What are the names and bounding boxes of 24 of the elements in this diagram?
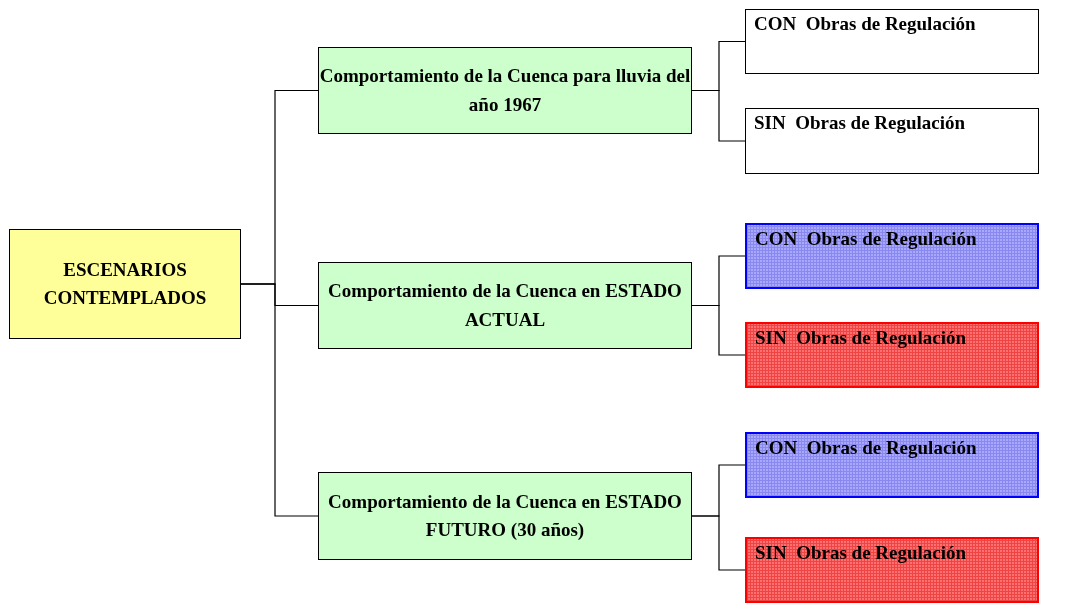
box-text: Comportamiento de la Cuenca en ESTADO ACTUAL bbox=[327, 279, 683, 332]
box-text: SIN Obras de Regulación bbox=[755, 541, 968, 565]
box-text: Comportamiento de la Cuenca en ESTADO FUTURO (30 años) bbox=[327, 489, 683, 542]
connector-line bbox=[240, 283, 319, 517]
option-box bbox=[745, 9, 1039, 74]
box-text: SIN Obras de Regulación bbox=[754, 111, 967, 135]
connector-line bbox=[691, 515, 746, 571]
connector-line bbox=[691, 304, 746, 356]
scenario-box bbox=[318, 47, 692, 134]
box-text: CON Obras de Regulación bbox=[755, 227, 978, 251]
box-text: ESCENARIOS CONTEMPLADOS bbox=[42, 257, 208, 310]
option-box bbox=[745, 108, 1039, 174]
connector-line bbox=[691, 89, 746, 142]
option-box bbox=[745, 223, 1039, 289]
option-box bbox=[745, 537, 1039, 603]
option-box bbox=[745, 322, 1039, 388]
box-text: CON Obras de Regulación bbox=[754, 12, 977, 36]
box-text: Comportamiento de la Cuenca para lluvia del año 1967 bbox=[319, 64, 691, 117]
box-text: SIN Obras de Regulación bbox=[755, 326, 968, 350]
root-box bbox=[9, 229, 241, 339]
scenario-box bbox=[318, 472, 692, 560]
box-text: CON Obras de Regulación bbox=[755, 436, 978, 460]
option-box bbox=[745, 432, 1039, 498]
scenario-box bbox=[318, 262, 692, 349]
